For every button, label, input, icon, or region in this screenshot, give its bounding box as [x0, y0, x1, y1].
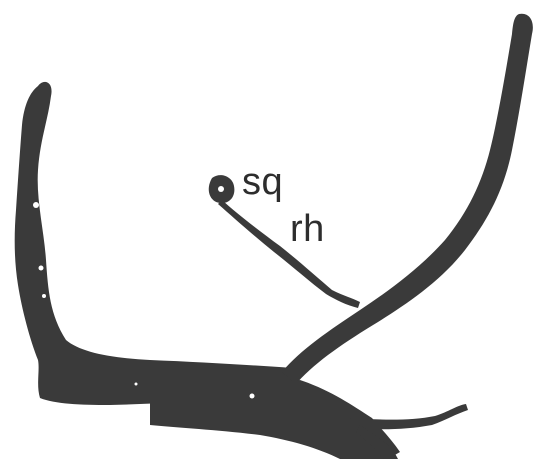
speck	[135, 383, 138, 386]
label-sq: sq	[242, 163, 283, 201]
right-main-branch	[282, 14, 533, 384]
speck	[42, 294, 46, 298]
rh-filament	[218, 200, 360, 308]
speck	[39, 266, 44, 271]
label-rh: rh	[290, 210, 325, 248]
speck	[60, 318, 64, 322]
speck	[33, 202, 39, 208]
sq-center-hole	[218, 186, 224, 192]
speck	[250, 394, 255, 399]
left-trunk-branch	[15, 82, 300, 405]
